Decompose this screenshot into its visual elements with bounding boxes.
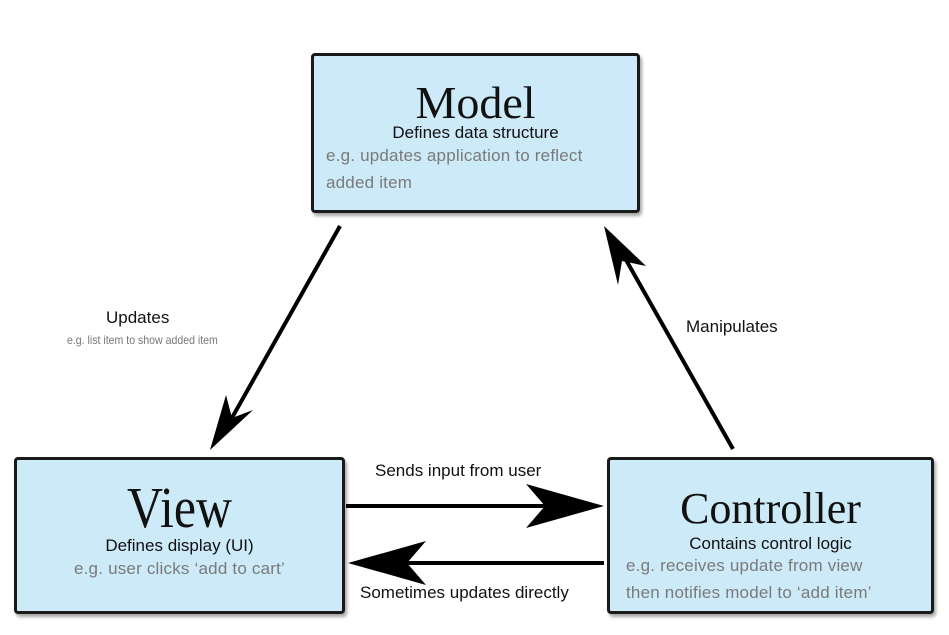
updates-sublabel: e.g. list item to show added item <box>67 333 218 347</box>
model-example-line1: e.g. updates application to reflect <box>326 146 583 165</box>
updates-label: Updates <box>106 308 170 327</box>
arrow-model-to-view <box>210 225 342 450</box>
sends-input-label: Sends input from user <box>375 461 542 480</box>
view-title: View <box>126 475 233 540</box>
controller-title: Controller <box>680 484 861 533</box>
controller-box: Controller Contains control logic e.g. r… <box>607 457 934 614</box>
model-subtitle: Defines data structure <box>392 123 559 142</box>
arrow-view-to-controller <box>346 484 604 528</box>
view-box: View Defines display (UI) e.g. user clic… <box>14 457 345 614</box>
manipulates-label: Manipulates <box>686 317 778 336</box>
controller-example-line2: then notifies model to ‘add item’ <box>626 583 872 602</box>
sometimes-updates-label: Sometimes updates directly <box>360 583 569 602</box>
arrow-controller-to-model <box>604 226 735 450</box>
controller-example-line1: e.g. receives update from view <box>626 556 863 575</box>
view-subtitle: Defines display (UI) <box>105 536 254 555</box>
arrow-controller-to-view <box>348 541 604 585</box>
model-box: Model Defines data structure e.g. update… <box>311 53 640 213</box>
controller-subtitle: Contains control logic <box>689 534 852 553</box>
view-example: e.g. user clicks ‘add to cart’ <box>73 559 286 578</box>
model-title: Model <box>415 77 536 128</box>
model-example-line2: added item <box>326 173 413 192</box>
